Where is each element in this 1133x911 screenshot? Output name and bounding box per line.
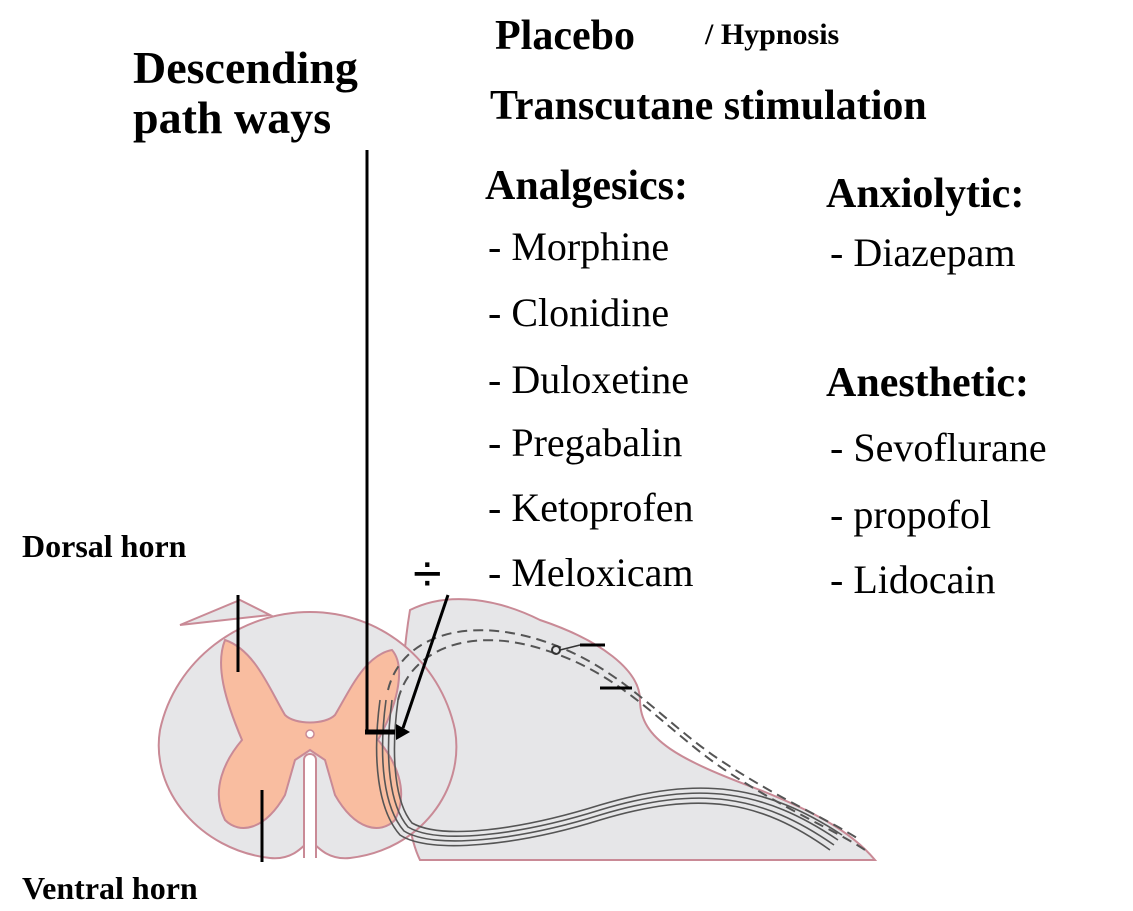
- analgesics-heading: Analgesics:: [485, 165, 688, 207]
- central-canal: [306, 730, 314, 738]
- anesthetic-item: - Lidocain: [830, 560, 996, 600]
- placebo-label: Placebo: [495, 15, 635, 57]
- ventral-fissure: [304, 754, 316, 858]
- analgesic-item: - Morphine: [488, 227, 669, 267]
- inhibition-symbol: ÷: [413, 548, 442, 600]
- dorsal-horn-label: Dorsal horn: [22, 530, 186, 562]
- analgesic-item: - Pregabalin: [488, 423, 682, 463]
- spinal-nerve-outline: [401, 599, 875, 860]
- transcutane-label: Transcutane stimulation: [490, 85, 927, 127]
- analgesic-item: - Clonidine: [488, 293, 669, 333]
- anxiolytic-heading: Anxiolytic:: [826, 173, 1024, 215]
- descending-label-line2: path ways: [133, 95, 331, 141]
- hypnosis-label: / Hypnosis: [705, 20, 839, 50]
- analgesic-item: - Meloxicam: [488, 553, 694, 593]
- descending-label-line1: Descending: [133, 45, 358, 91]
- anesthetic-heading: Anesthetic:: [826, 362, 1029, 404]
- analgesic-item: - Duloxetine: [488, 360, 689, 400]
- anesthetic-item: - propofol: [830, 495, 991, 535]
- ventral-horn-label: Ventral horn: [22, 872, 198, 904]
- anesthetic-item: - Sevoflurane: [830, 428, 1047, 468]
- anxiolytic-item: - Diazepam: [830, 233, 1015, 273]
- analgesic-item: - Ketoprofen: [488, 488, 693, 528]
